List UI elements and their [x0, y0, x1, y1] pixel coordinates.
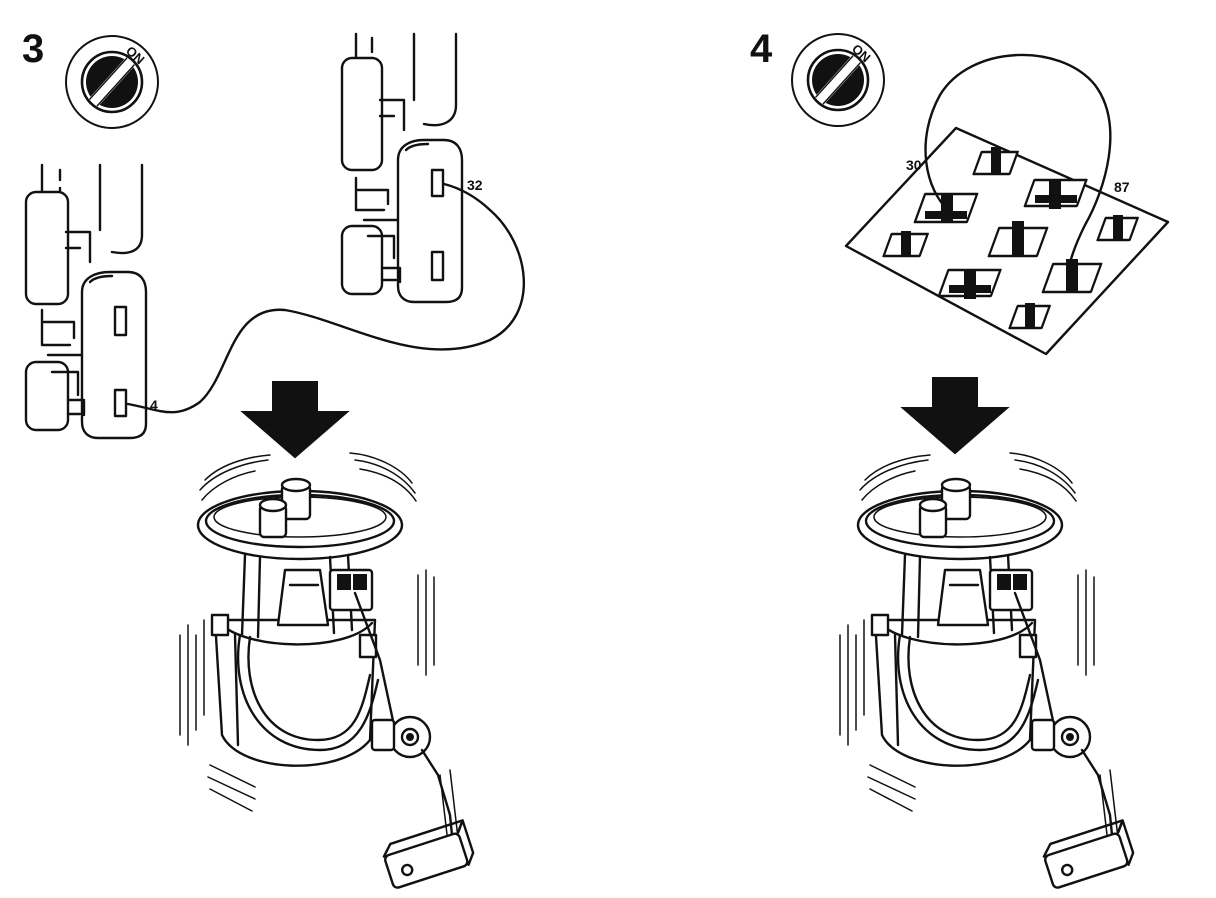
step-number: 3 — [22, 27, 44, 71]
down-arrow-icon — [242, 381, 348, 458]
ignition-on-icon — [64, 34, 160, 130]
step-number: 4 — [750, 27, 773, 71]
terminal-label-30: 30 — [906, 157, 922, 173]
down-arrow-icon — [902, 377, 1008, 454]
terminal-label-4: 4 — [150, 397, 158, 413]
step-4-panel: 4 ON 30 87 — [750, 27, 1170, 891]
terminal-label-87: 87 — [1114, 179, 1130, 195]
relay-socket-base — [844, 126, 1170, 356]
ignition-on-icon — [790, 32, 886, 128]
fuel-pump-illustration — [178, 451, 478, 891]
fuel-pump-illustration — [838, 451, 1138, 891]
relay-plate-left — [24, 163, 148, 440]
bridge-wire — [924, 53, 1112, 274]
bridge-wire — [126, 182, 525, 414]
step-3-panel: 3 ON — [22, 27, 525, 891]
terminal-label-32: 32 — [467, 177, 483, 193]
relay-plate-right — [340, 32, 464, 304]
